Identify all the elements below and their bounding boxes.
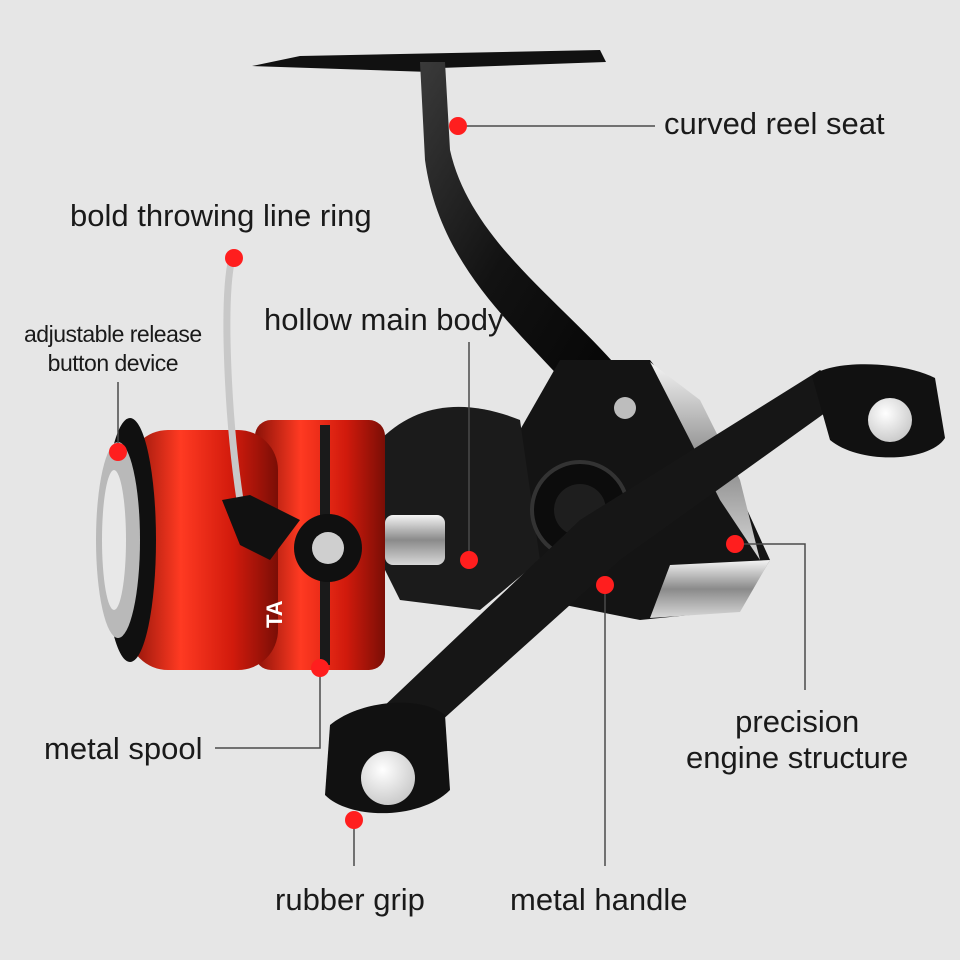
marker-dot [726,535,744,553]
marker-dot [460,551,478,569]
label-precision-engine-structure: precision engine structure [686,704,908,776]
spool-marking: TA [262,600,287,628]
label-metal-handle: metal handle [510,882,688,917]
leader-lines [117,125,806,866]
label-curved-reel-seat: curved reel seat [664,106,885,141]
callout-markers [109,117,744,829]
label-line: engine structure [686,740,909,775]
label-line: adjustable release [24,321,202,347]
marker-dot [311,659,329,677]
label-rubber-grip: rubber grip [275,882,425,917]
marker-dot [596,576,614,594]
label-line: button device [47,350,179,376]
marker-dot [109,443,127,461]
label-hollow-main-body: hollow main body [264,302,504,337]
marker-dot [345,811,363,829]
marker-dot [225,249,243,267]
label-adjustable-release-button: adjustable release button device [24,320,202,378]
label-line: precision [735,704,860,739]
line-ring [223,257,244,501]
label-metal-spool: metal spool [44,731,203,766]
marker-dot [449,117,467,135]
bail-arm [222,495,445,582]
metal-handle [325,364,945,814]
label-bold-throwing-line-ring: bold throwing line ring [70,198,372,233]
